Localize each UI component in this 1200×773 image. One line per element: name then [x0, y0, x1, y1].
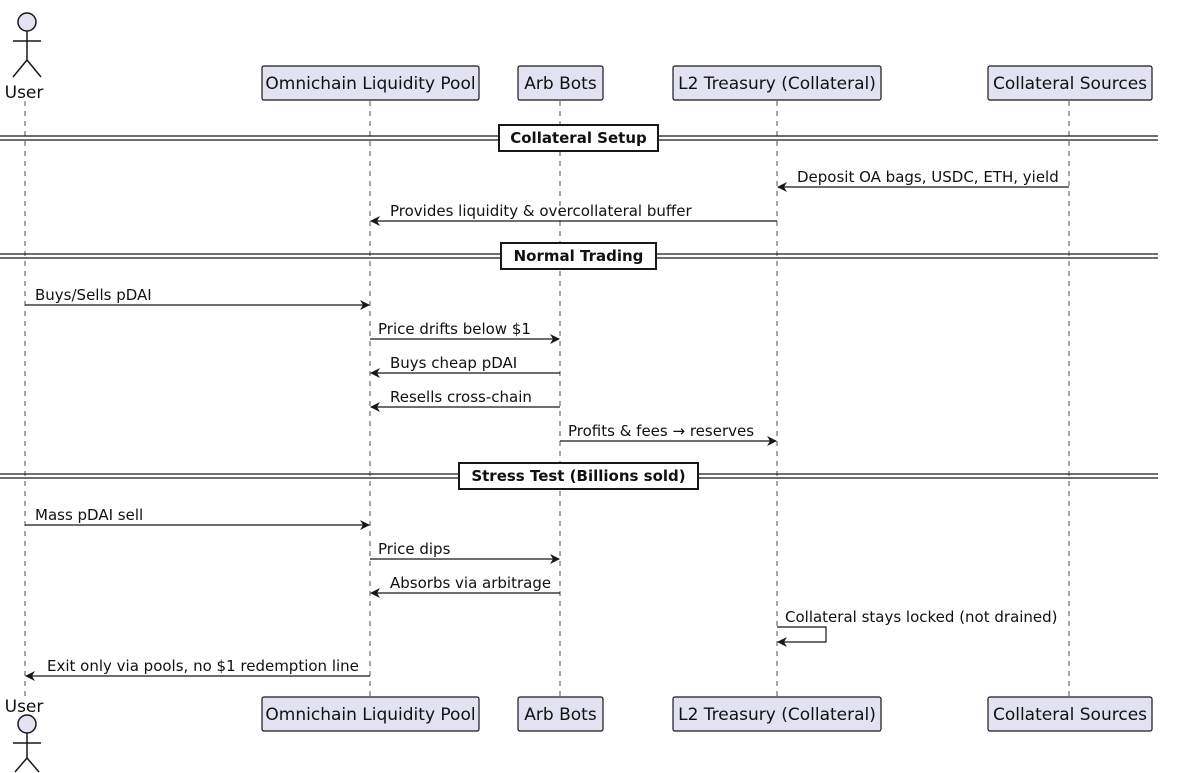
svg-text:Provides liquidity & overcolla: Provides liquidity & overcollateral buff…	[390, 202, 692, 220]
svg-text:Buys/Sells pDAI: Buys/Sells pDAI	[35, 286, 152, 304]
message-deposit: Deposit OA bags, USDC, ETH, yield	[777, 168, 1069, 192]
svg-text:Deposit OA bags, USDC, ETH, yi: Deposit OA bags, USDC, ETH, yield	[797, 168, 1059, 186]
svg-text:L2 Treasury (Collateral): L2 Treasury (Collateral)	[678, 705, 876, 725]
svg-text:Price dips: Price dips	[378, 540, 451, 558]
actor-user-top	[12, 12, 42, 78]
message-provides-liquidity: Provides liquidity & overcollateral buff…	[370, 202, 777, 226]
actor-head	[17, 714, 37, 734]
message-buys-sells: Buys/Sells pDAI	[25, 286, 370, 310]
svg-text:Collateral Sources: Collateral Sources	[993, 74, 1147, 94]
message-price-dips: Price dips	[370, 540, 560, 564]
actor-label-user-bottom: User	[5, 697, 44, 717]
actor-user-bottom	[13, 714, 41, 773]
participant-treasury-top: L2 Treasury (Collateral)	[672, 65, 882, 101]
participant-treasury-bottom: L2 Treasury (Collateral)	[672, 696, 882, 732]
svg-text:Buys cheap pDAI: Buys cheap pDAI	[390, 354, 517, 372]
svg-text:Collateral Sources: Collateral Sources	[993, 705, 1147, 725]
message-profits-fees: Profits & fees → reserves	[560, 422, 777, 446]
svg-text:Exit only via pools, no $1 red: Exit only via pools, no $1 redemption li…	[47, 657, 359, 675]
participant-bots-bottom: Arb Bots	[517, 696, 604, 732]
svg-text:Arb Bots: Arb Bots	[524, 705, 597, 725]
participant-pool-bottom: Omnichain Liquidity Pool	[261, 696, 480, 732]
svg-text:Collateral stays locked (not d: Collateral stays locked (not drained)	[785, 608, 1058, 626]
section-divider-setup: Collateral Setup	[0, 124, 1158, 152]
message-absorbs: Absorbs via arbitrage	[370, 574, 560, 598]
actor-label-user-top: User	[5, 83, 44, 103]
participant-sources-bottom: Collateral Sources	[987, 696, 1153, 732]
svg-text:Resells cross-chain: Resells cross-chain	[390, 388, 532, 406]
message-collateral-locked: Collateral stays locked (not drained)	[777, 608, 1058, 647]
svg-text:Omnichain Liquidity Pool: Omnichain Liquidity Pool	[265, 705, 475, 725]
participant-sources-top: Collateral Sources	[987, 65, 1153, 101]
participant-bots-top: Arb Bots	[517, 65, 604, 101]
message-resells: Resells cross-chain	[370, 388, 560, 412]
svg-text:Collateral Setup: Collateral Setup	[510, 129, 647, 147]
section-divider-trading: Normal Trading	[0, 242, 1158, 270]
message-price-drifts: Price drifts below $1	[370, 320, 560, 344]
actor-head	[17, 12, 37, 32]
svg-text:Normal Trading: Normal Trading	[514, 247, 644, 265]
svg-text:Absorbs via arbitrage: Absorbs via arbitrage	[390, 574, 551, 592]
svg-text:Price drifts below $1: Price drifts below $1	[378, 320, 531, 338]
participant-pool-top: Omnichain Liquidity Pool	[261, 65, 480, 101]
message-mass-sell: Mass pDAI sell	[25, 506, 370, 530]
svg-text:Mass pDAI sell: Mass pDAI sell	[35, 506, 143, 524]
svg-text:Omnichain Liquidity Pool: Omnichain Liquidity Pool	[265, 74, 475, 94]
message-exit-only: Exit only via pools, no $1 redemption li…	[25, 657, 370, 681]
message-buys-cheap: Buys cheap pDAI	[370, 354, 560, 378]
svg-text:Arb Bots: Arb Bots	[524, 74, 597, 94]
svg-text:L2 Treasury (Collateral): L2 Treasury (Collateral)	[678, 74, 876, 94]
svg-text:Stress Test (Billions sold): Stress Test (Billions sold)	[471, 467, 685, 485]
section-divider-stress: Stress Test (Billions sold)	[0, 462, 1158, 490]
svg-text:Profits & fees → reserves: Profits & fees → reserves	[568, 422, 754, 440]
